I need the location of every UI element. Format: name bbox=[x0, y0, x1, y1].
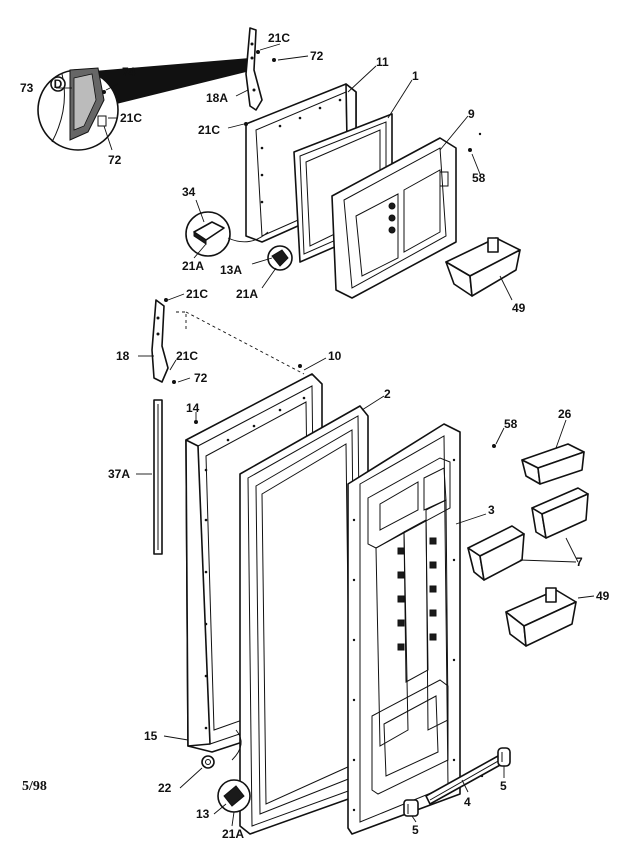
detail-badge: D bbox=[54, 77, 63, 91]
callout-34: 34 bbox=[182, 185, 196, 199]
callout-3: 3 bbox=[488, 503, 495, 517]
callout-11: 11 bbox=[376, 55, 389, 69]
callout-5: 5 bbox=[500, 779, 507, 793]
callout-58: 58 bbox=[504, 417, 518, 431]
callout-18: 18 bbox=[116, 349, 130, 363]
callout-21a: 21A bbox=[236, 287, 258, 301]
bin-26 bbox=[521, 443, 585, 485]
callout-2: 2 bbox=[384, 387, 391, 401]
callout-21c: 21C bbox=[120, 111, 142, 125]
date-stamp: 5/98 bbox=[22, 779, 47, 794]
callout-49: 49 bbox=[596, 589, 610, 603]
callout-13: 13 bbox=[196, 807, 210, 821]
upper-door-liner-9 bbox=[331, 137, 457, 299]
lower-door-bin-49 bbox=[505, 587, 577, 647]
callout-18a: 18A bbox=[206, 91, 228, 105]
trim-strip-37a bbox=[153, 399, 163, 555]
callout-21a: 21A bbox=[182, 259, 204, 273]
end-cap-5-right bbox=[497, 747, 511, 767]
callout-22: 22 bbox=[158, 781, 172, 795]
callout-72: 72 bbox=[194, 371, 208, 385]
callout-5: 5 bbox=[412, 823, 419, 837]
bin-3 bbox=[467, 525, 525, 581]
callout-21c: 21C bbox=[186, 287, 208, 301]
callout-73: 73 bbox=[20, 81, 34, 95]
callout-13a: 13A bbox=[220, 263, 242, 277]
callout-21c: 21C bbox=[176, 349, 198, 363]
callout-21c: 21C bbox=[198, 123, 220, 137]
callout-9: 9 bbox=[468, 107, 475, 121]
callout-7: 7 bbox=[576, 555, 583, 569]
callout-21c: 21C bbox=[268, 31, 290, 45]
callout-10: 10 bbox=[328, 349, 342, 363]
callout-4: 4 bbox=[464, 795, 471, 809]
part-13a-inset bbox=[267, 245, 293, 271]
callout-72: 72 bbox=[310, 49, 324, 63]
upper-door-bin-49 bbox=[445, 237, 521, 297]
lower-hinge-18 bbox=[151, 299, 305, 383]
callout-labels: 21C 72 74 73 18A 21C 72 21C 11 1 9 58 34… bbox=[20, 31, 610, 841]
callout-26: 26 bbox=[558, 407, 572, 421]
part-22-foot bbox=[201, 755, 215, 769]
callout-1: 1 bbox=[412, 69, 419, 83]
detail-inset: D bbox=[37, 58, 250, 151]
part-34-inset bbox=[185, 211, 269, 257]
end-cap-5-left bbox=[403, 799, 419, 817]
callout-14: 14 bbox=[186, 401, 200, 415]
upper-hinge-18a bbox=[245, 27, 263, 111]
lower-door-liner bbox=[347, 423, 461, 835]
callout-72: 72 bbox=[108, 153, 122, 167]
bin-7 bbox=[531, 487, 589, 539]
detail-badge-circle bbox=[50, 76, 66, 92]
callout-49: 49 bbox=[512, 301, 526, 315]
callout-15: 15 bbox=[144, 729, 158, 743]
callout-37a: 37A bbox=[108, 467, 130, 481]
leader-lines bbox=[56, 43, 595, 827]
callout-58: 58 bbox=[472, 171, 486, 185]
callout-21a: 21A bbox=[222, 827, 244, 841]
callout-74: 74 bbox=[122, 65, 136, 79]
